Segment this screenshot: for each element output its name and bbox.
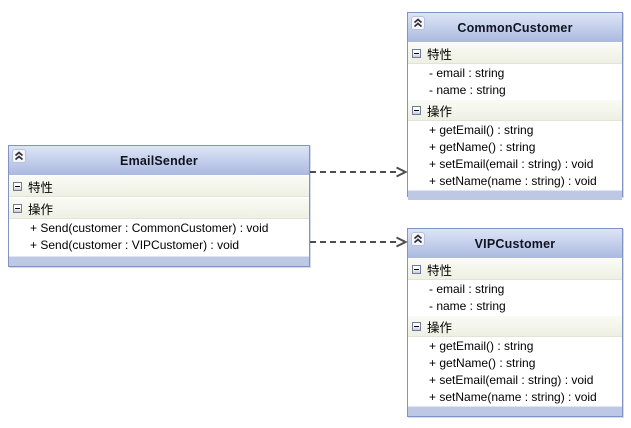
member-row[interactable]: + setName(name : string) : void <box>429 390 597 404</box>
section-row-operations[interactable]: 操作 <box>9 197 309 219</box>
class-footer <box>408 190 622 200</box>
class-box-emailsender[interactable]: EmailSender 特性 操作 + Send(customer : Comm… <box>8 145 310 267</box>
operations-list: + getEmail() : string + getName() : stri… <box>408 337 622 406</box>
collapse-minus-icon[interactable] <box>412 264 421 274</box>
class-title: EmailSender <box>120 153 198 168</box>
operations-list: + Send(customer : CommonCustomer) : void… <box>9 219 309 254</box>
class-header[interactable]: VIPCustomer <box>408 229 622 258</box>
class-box-vipcustomer[interactable]: VIPCustomer 特性 - email : string - name :… <box>407 228 623 417</box>
section-label: 操作 <box>427 104 453 119</box>
section-row-attributes[interactable]: 特性 <box>408 42 622 64</box>
member-row[interactable]: - name : string <box>429 83 506 97</box>
collapse-minus-icon[interactable] <box>412 321 421 331</box>
section-row-operations[interactable]: 操作 <box>408 315 622 337</box>
section-label: 操作 <box>427 320 453 335</box>
class-footer <box>408 406 622 416</box>
collapse-chevron-icon[interactable] <box>411 232 425 246</box>
member-row[interactable]: + Send(customer : CommonCustomer) : void <box>30 221 269 235</box>
attributes-list: - email : string - name : string <box>408 280 622 315</box>
member-row[interactable]: - email : string <box>429 66 505 80</box>
collapse-chevron-icon[interactable] <box>12 149 26 163</box>
member-row[interactable]: + getName() : string <box>429 356 536 370</box>
class-header[interactable]: EmailSender <box>9 146 309 175</box>
collapse-minus-icon[interactable] <box>13 181 22 191</box>
member-row[interactable]: + getEmail() : string <box>429 339 534 353</box>
class-box-commoncustomer[interactable]: CommonCustomer 特性 - email : string - nam… <box>407 12 623 200</box>
collapse-chevron-icon[interactable] <box>411 16 425 30</box>
collapse-minus-icon[interactable] <box>412 105 421 115</box>
section-label: 特性 <box>28 180 54 195</box>
member-row[interactable]: + getName() : string <box>429 140 536 154</box>
section-row-attributes[interactable]: 特性 <box>9 175 309 197</box>
collapse-minus-icon[interactable] <box>13 203 22 213</box>
section-label: 特性 <box>427 47 453 62</box>
member-row[interactable]: + Send(customer : VIPCustomer) : void <box>30 238 240 252</box>
member-row[interactable]: + setEmail(email : string) : void <box>429 373 594 387</box>
member-row[interactable]: - email : string <box>429 282 505 296</box>
attributes-list: - email : string - name : string <box>408 64 622 99</box>
section-row-operations[interactable]: 操作 <box>408 99 622 121</box>
class-title: VIPCustomer <box>474 236 556 251</box>
class-header[interactable]: CommonCustomer <box>408 13 622 42</box>
dependency-arrow-commoncustomer[interactable] <box>310 166 408 178</box>
section-label: 特性 <box>427 263 453 278</box>
operations-list: + getEmail() : string + getName() : stri… <box>408 121 622 190</box>
collapse-minus-icon[interactable] <box>412 48 421 58</box>
member-row[interactable]: + setName(name : string) : void <box>429 174 597 188</box>
class-footer <box>9 256 309 266</box>
section-row-attributes[interactable]: 特性 <box>408 258 622 280</box>
dependency-arrow-vipcustomer[interactable] <box>310 236 408 248</box>
member-row[interactable]: - name : string <box>429 299 506 313</box>
class-title: CommonCustomer <box>457 20 573 35</box>
member-row[interactable]: + getEmail() : string <box>429 123 534 137</box>
member-row[interactable]: + setEmail(email : string) : void <box>429 157 594 171</box>
section-label: 操作 <box>28 202 54 217</box>
